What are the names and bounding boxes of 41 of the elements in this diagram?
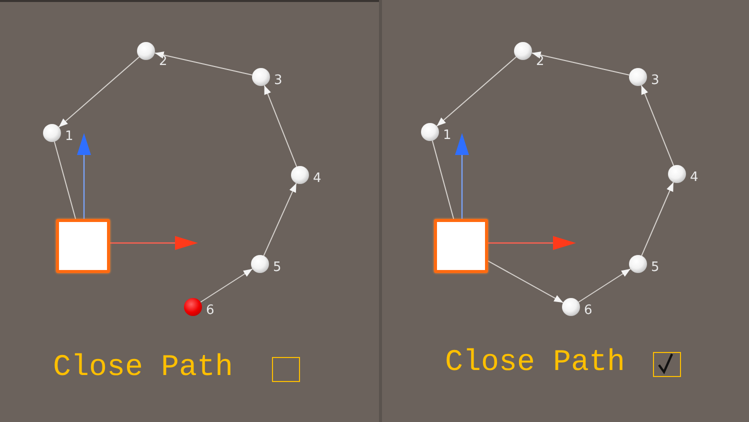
path-arrow [436,56,517,127]
waypoint-sphere [252,68,270,86]
path-arrow [263,182,297,256]
waypoint-sphere [291,166,309,184]
path-arrow [58,56,140,128]
waypoint-number: 6 [206,304,214,318]
waypoint-sphere [668,165,686,183]
path-line [432,140,454,220]
path-arrow [200,268,253,303]
path-arrow [641,182,674,256]
waypoint-number: 1 [65,130,74,144]
waypoint-number: 2 [536,55,544,69]
waypoint-number: 5 [651,261,660,275]
waypoint-sphere [251,255,269,273]
path-arrow [154,51,253,76]
waypoint-number: 4 [313,172,322,186]
option-label: Close Path [445,347,626,379]
waypoint-number: 6 [584,304,592,318]
waypoint-number: 5 [273,261,282,275]
waypoint-number: 3 [274,74,282,88]
path-arrow [531,51,630,76]
option-label: Close Path [53,352,234,384]
waypoint-sphere [562,298,580,316]
selected-object-square [434,219,488,273]
path-arrow [578,268,631,303]
waypoint-number: 3 [651,74,660,88]
waypoint-sphere [421,123,439,141]
selected-object-square [56,219,110,273]
waypoint-sphere [137,42,155,60]
waypoint-number: 1 [443,129,452,143]
waypoint-sphere [43,124,61,142]
waypoint-sphere [184,298,202,316]
waypoint-sphere [514,42,532,60]
path-arrow [264,84,298,168]
waypoint-number: 4 [690,171,698,185]
path-arrow [640,84,674,166]
waypoint-sphere [629,255,647,273]
waypoint-number: 2 [159,55,168,69]
path-arrow [488,260,564,304]
path-line [54,141,76,220]
waypoint-sphere [629,68,647,86]
